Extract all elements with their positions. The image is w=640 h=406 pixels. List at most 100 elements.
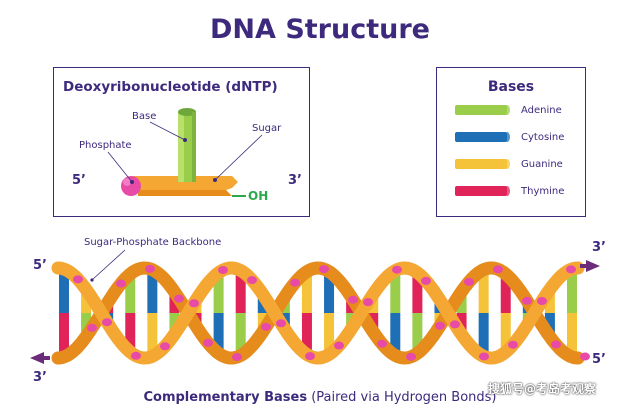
phosphate-shape: [121, 176, 141, 196]
arrow-right-shaft: [580, 264, 588, 268]
base-pair-rung: [500, 313, 511, 352]
base-pair-rung: [567, 269, 577, 313]
watermark: 搜狐号@考岛考观察: [488, 382, 597, 396]
dntp-three-prime: 3’: [288, 173, 302, 188]
legend-swatch-adenine: [455, 105, 510, 115]
base-pair-rung: [544, 313, 555, 337]
legend-title: Bases: [487, 79, 535, 95]
phosphate-dot: [189, 299, 199, 308]
base-pair-rung: [81, 289, 92, 313]
base-pair-rung: [478, 313, 489, 357]
legend-swatch-guanine: [455, 159, 510, 169]
phosphate-dot: [479, 352, 489, 361]
base-pair-rung: [301, 313, 312, 355]
phosphate-dot: [508, 340, 518, 349]
dntp-five-prime: 5’: [72, 173, 86, 188]
phosphate-dot: [406, 352, 416, 361]
phosphate-dot: [464, 277, 474, 286]
base-pair-rung: [213, 272, 224, 313]
phosphate-dot: [116, 279, 126, 288]
base-shape: [178, 108, 196, 182]
phosphate-dot: [305, 352, 315, 361]
arrow-left-icon: [30, 352, 44, 364]
base-pair-rung: [125, 273, 136, 313]
base-pair-rung: [412, 272, 423, 313]
phosphate-dot: [290, 278, 300, 287]
helix-right-top-end: 3’: [592, 240, 606, 255]
base-pairs: [59, 269, 577, 357]
phosphate-dot: [87, 323, 97, 332]
legend-swatch-thymine: [455, 186, 510, 196]
arrow-left-shaft: [42, 356, 50, 360]
base-pair-rung: [147, 313, 158, 357]
phosphate-dot: [232, 353, 242, 362]
base-pair-rung: [59, 269, 69, 313]
sugar-label: Sugar: [252, 123, 282, 134]
phosphate-dot: [566, 265, 576, 274]
backbone-callout-dot: [90, 278, 94, 282]
base-pair-rung: [213, 313, 224, 354]
base-pair-rung: [390, 313, 401, 356]
backbone-callout-line: [91, 249, 126, 281]
base-pair-rung: [324, 271, 335, 313]
legend-label-adenine: Adenine: [521, 105, 562, 116]
phosphate-dot: [276, 319, 286, 328]
base-pair-rung: [390, 270, 401, 313]
base-pair-rung: [125, 313, 136, 353]
phosphate-dot: [421, 276, 431, 285]
base-pair-rung: [412, 313, 423, 354]
legend-label-cytosine: Cytosine: [521, 132, 565, 143]
phosphate-dot: [102, 318, 112, 327]
base-pair-rung: [478, 269, 489, 313]
hydroxyl-label: OH: [248, 189, 269, 203]
phosphate-dot: [131, 351, 141, 360]
arrow-right-icon: [586, 260, 600, 272]
phosphate-groups: [73, 264, 590, 362]
phosphate-dot: [218, 266, 228, 275]
phosphate-dot: [522, 296, 532, 305]
dntp-panel: [53, 67, 310, 217]
phosphate-dot: [363, 298, 373, 307]
base-pair-rung: [500, 274, 511, 313]
backbone-strand-lower: [51, 261, 585, 365]
phosphate-dot: [160, 342, 170, 351]
phosphate-dot: [580, 352, 590, 361]
caption-rest: (Paired via Hydrogen Bonds): [307, 390, 497, 405]
sugar-shape: [132, 176, 246, 197]
page-title: DNA Structure: [210, 14, 430, 45]
phosphate-dot: [203, 338, 213, 347]
bases-legend-panel: [436, 67, 586, 217]
helix-left-top-end: 5’: [33, 258, 47, 273]
backbone-label: Sugar-Phosphate Backbone: [84, 237, 222, 248]
base-pair-rung: [544, 289, 555, 313]
phosphate-dot: [319, 265, 329, 274]
helix-left-bottom-end: 3’: [33, 370, 47, 385]
phosphate-dot: [261, 322, 271, 331]
base-pair-rung: [567, 313, 577, 357]
caption-bold: Complementary Bases: [143, 390, 308, 405]
legend-label-guanine: Guanine: [521, 159, 563, 170]
phosphate-dot: [551, 340, 561, 349]
legend-swatch-cytosine: [455, 132, 510, 142]
legend-label-thymine: Thymine: [521, 186, 565, 197]
phosphate-label: Phosphate: [79, 140, 132, 151]
base-pair-rung: [81, 313, 92, 337]
phosphate-dot: [348, 295, 358, 304]
phosphate-dot: [73, 275, 83, 284]
phosphate-dot: [174, 294, 184, 303]
backbone-strand-upper: [51, 261, 585, 365]
base-pair-rung: [235, 313, 246, 356]
backbone-strands: [51, 261, 585, 365]
base-pair-rung: [147, 269, 158, 313]
dntp-title: Deoxyribonucleotide (dNTP): [63, 79, 278, 95]
phosphate-dot: [450, 320, 460, 329]
phosphate-dot: [377, 339, 387, 348]
phosphate-dot: [145, 264, 155, 273]
phosphate-dot: [537, 297, 547, 306]
base-pair-rung: [301, 271, 312, 313]
phosphate-dot: [493, 265, 503, 274]
phosphate-dot: [392, 265, 402, 274]
